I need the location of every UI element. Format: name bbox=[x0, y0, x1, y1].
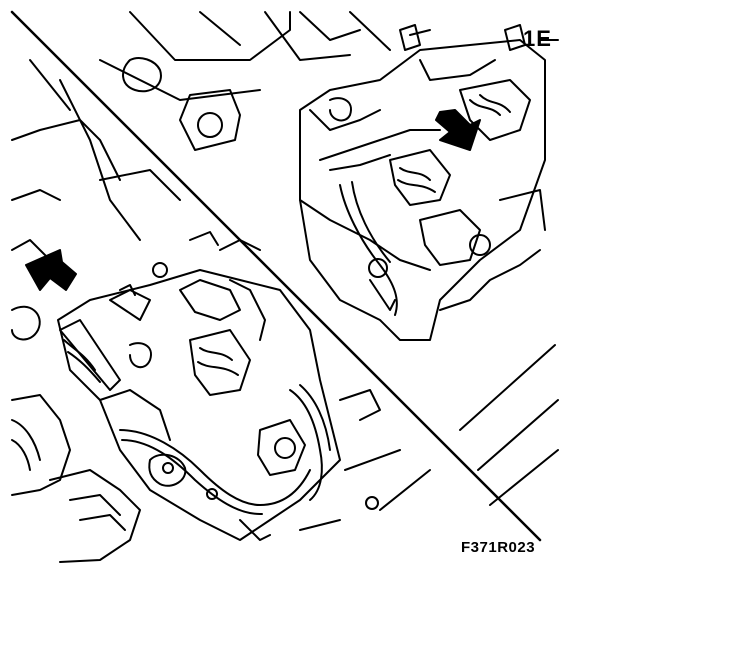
figure-reference-code: F371R023 bbox=[461, 539, 536, 556]
detail-lower-left bbox=[11, 59, 381, 563]
detail-label: 1E bbox=[523, 26, 552, 51]
up-arrow-icon bbox=[25, 249, 77, 291]
divider-line bbox=[10, 10, 542, 542]
down-arrow-icon bbox=[435, 109, 481, 151]
detail-upper-right bbox=[99, 11, 559, 531]
